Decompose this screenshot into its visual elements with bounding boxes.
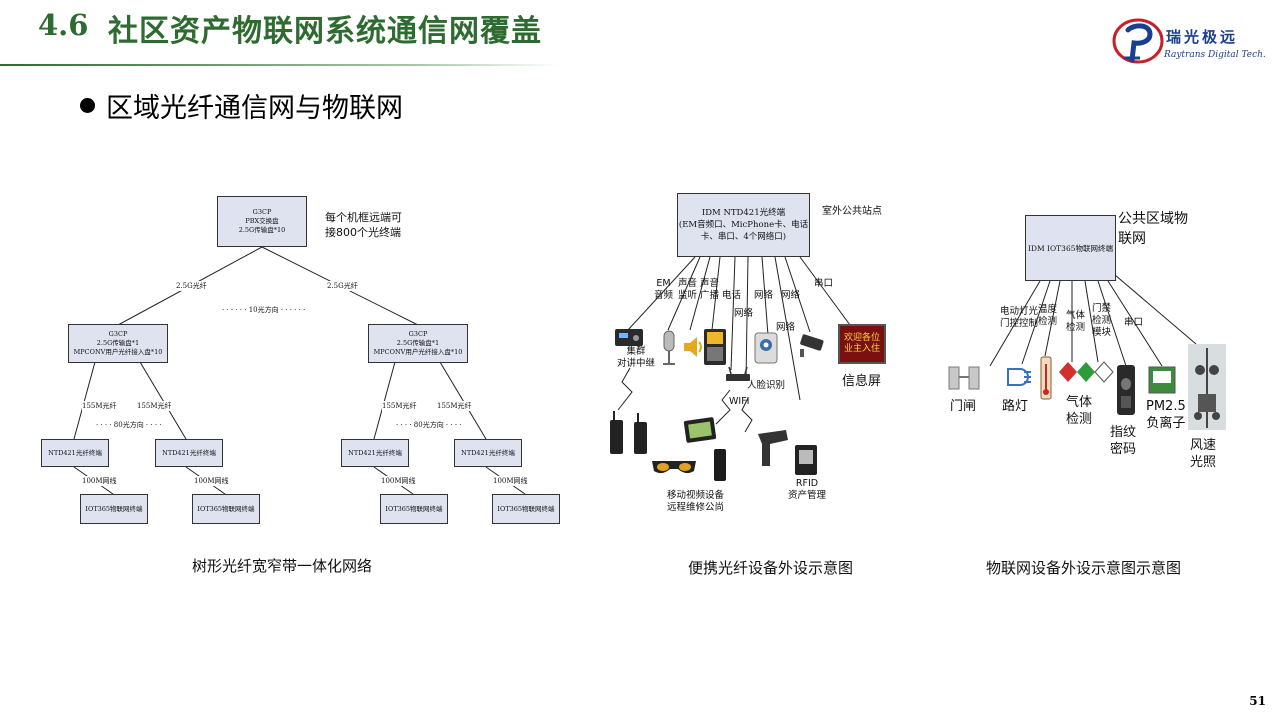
bullet-icon: [80, 98, 95, 113]
gas-hazard-icon: [1059, 361, 1114, 383]
label-network-1: 网络: [734, 308, 754, 319]
link-100-1: 100M网线: [82, 476, 117, 486]
face-recognition-icon: [754, 332, 778, 364]
ntd-box-3: NTD421光纤终端: [341, 439, 409, 467]
cctv-camera-icon: [800, 334, 824, 357]
tablet-icon: [683, 417, 717, 443]
telephone-icon: [704, 329, 726, 365]
radio-relay-icon: [615, 329, 643, 346]
ntd-box-2: NTD421光纤终端: [155, 439, 223, 467]
rfid-label: RFID 资产管理: [788, 478, 827, 501]
iot-box-2: IOT365物联网终端: [192, 494, 260, 524]
label-iot-serial: 串口: [1124, 317, 1144, 328]
tree-root-note: 每个机框远端可接800个光终端: [325, 211, 402, 239]
eighty-direction-label-right: · · · · 80光方向 · · · ·: [396, 420, 462, 430]
thermometer-icon: [1040, 356, 1052, 400]
weather-station-icon: [1188, 344, 1226, 430]
portable-ntd421-box: IDM NTD421光终端(EM音频口、MicPhone卡、电话卡、串口、4个网…: [677, 193, 810, 257]
caption-iot: 物联网设备外设示意图示意图: [986, 559, 1182, 577]
gate-label: 门闸: [950, 399, 977, 414]
ntd-box-1: NTD421光纤终端: [41, 439, 109, 467]
section-number: 4.6: [38, 8, 89, 42]
iot365-terminal-box: IDM IOT365物联网终端: [1025, 215, 1116, 281]
link-100-3: 100M网线: [381, 476, 416, 486]
company-logo-icon: [1112, 18, 1164, 64]
label-network-2: 网络: [754, 290, 774, 301]
pm25-sensor-icon: [1148, 366, 1176, 394]
page-title: 社区资产物联网系统通信网覆盖: [108, 14, 542, 49]
speaker-icon: [684, 337, 702, 357]
iot-box-4: IOT365物联网终端: [492, 494, 560, 524]
link-155-2: 155M光纤: [137, 401, 172, 411]
turnstile-gate-icon: [948, 366, 980, 390]
label-network-4: 网络: [781, 290, 801, 301]
label-phone: 电话: [722, 290, 742, 301]
page-number: 51: [1249, 694, 1266, 708]
wind-light-label: 风速 光照: [1190, 438, 1217, 470]
label-gas-detection: 气体 检测: [1066, 310, 1086, 333]
mobile-video-label: 移动视频设备 远程维修公尚: [667, 490, 725, 513]
ntd-box-4: NTD421光纤终端: [454, 439, 522, 467]
label-sound-monitor: 声音 监听: [678, 278, 698, 301]
wifi-router-icon: [726, 366, 750, 381]
video-glasses-icon: [652, 461, 696, 474]
label-light-control: 灯光 控制: [1019, 306, 1039, 329]
wifi-label: WIFI: [729, 396, 750, 407]
label-serial-port: 串口: [814, 278, 834, 289]
link-label-right: 2.5G光纤: [327, 281, 358, 291]
rfid-scanner-icon: [758, 430, 788, 466]
label-access-module: 门禁 检测 模块: [1092, 303, 1112, 338]
label-network-3: 网络: [776, 322, 796, 333]
iot-area-note: 公共区域物 联网: [1118, 211, 1188, 247]
link-label-left: 2.5G光纤: [176, 281, 207, 291]
link-100-4: 100M网线: [493, 476, 528, 486]
caption-tree: 树形光纤宽窄带一体化网络: [192, 557, 373, 575]
label-gate-control: 电动 门控: [1000, 306, 1020, 329]
label-sound-broadcast: 声音 广播: [700, 278, 720, 301]
link-155-4: 155M光纤: [437, 401, 472, 411]
walkie-talkie-icon: [610, 411, 647, 454]
eighty-direction-label-left: · · · · 80光方向 · · · ·: [96, 420, 162, 430]
section-subtitle: 区域光纤通信网与物联网: [106, 93, 403, 124]
fingerprint-label: 指纹 密码: [1110, 425, 1137, 457]
logo-chinese-name: 瑞光极远: [1166, 28, 1239, 46]
fingerprint-lock-icon: [1117, 365, 1135, 415]
radio-relay-label: 集群 对讲中继: [617, 346, 656, 369]
info-screen-display: 欢迎各位 业主入住: [838, 324, 886, 364]
street-light-icon: [1007, 368, 1031, 386]
rfid-card-reader-icon: [795, 445, 817, 475]
portable-site-note: 室外公共站点: [822, 206, 882, 217]
label-temperature: 温度 检测: [1038, 304, 1058, 327]
microphone-icon: [663, 330, 675, 365]
iot-box-3: IOT365物联网终端: [380, 494, 448, 524]
iot-box-1: IOT365物联网终端: [80, 494, 148, 524]
link-100-2: 100M网线: [194, 476, 229, 486]
info-screen-label: 信息屏: [842, 374, 882, 389]
link-155-1: 155M光纤: [82, 401, 117, 411]
ten-direction-label: · · · · · · 10光方向 · · · · · ·: [222, 305, 306, 315]
logo-english-name: Raytrans Digital Tech.: [1164, 50, 1266, 60]
caption-portable: 便携光纤设备外设示意图: [688, 559, 854, 577]
title-underline: [0, 64, 560, 66]
gas-label: 气体 检测: [1066, 395, 1093, 427]
light-label: 路灯: [1002, 399, 1029, 414]
pm25-label: PM2.5 负离子: [1146, 399, 1186, 431]
face-recognition-label: 人脸识别: [747, 380, 786, 391]
link-155-3: 155M光纤: [382, 401, 417, 411]
label-em-audio: EM 音频: [654, 278, 674, 301]
mobile-handset-icon: [714, 449, 726, 481]
